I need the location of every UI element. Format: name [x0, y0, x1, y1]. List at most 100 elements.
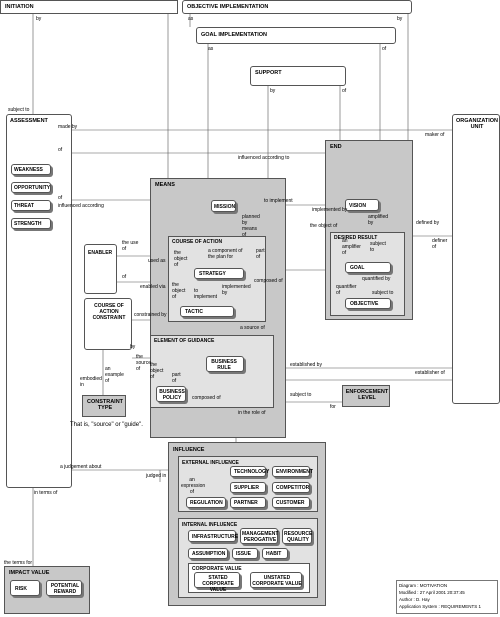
rel-implemented-by: implemented by — [312, 207, 348, 213]
rel-in-terms-of: in terms of — [34, 490, 58, 496]
objective-implementation-label: OBJECTIVE IMPLEMENTATION — [187, 4, 269, 10]
rel-of-3: of — [58, 147, 63, 153]
mission-entity: MISSION — [211, 200, 236, 212]
assumption-label: ASSUMPTION — [192, 551, 226, 557]
impact-value-label: IMPACT VALUE — [9, 570, 50, 576]
rel-established-by: established by — [290, 362, 322, 368]
rel-to-implement: to implement — [264, 198, 293, 204]
rel-subject-to: subject to — [8, 107, 30, 113]
business-policy-entity: BUSINESS POLICY — [156, 386, 186, 402]
vision-entity: VISION — [345, 199, 379, 211]
threat-entity: THREAT — [11, 200, 51, 211]
enforcement-level-entity: ENFORCEMENT LEVEL — [342, 385, 390, 407]
partner-entity: PARTNER — [230, 497, 266, 508]
unstated-corporate-value-label: UNSTATED CORPORATE VALUE — [252, 575, 302, 587]
rel-to-implement-2: to implement — [194, 288, 218, 300]
rel-by-2: by — [397, 16, 403, 22]
rel-subject-to-3: subject to — [372, 290, 394, 296]
customer-label: CUSTOMER — [276, 500, 305, 506]
issue-label: ISSUE — [236, 551, 252, 557]
management-prerogative-label: MANAGEMENT PEROGATIVE — [242, 531, 279, 543]
resource-quality-label: RESOURCE QUALITY — [284, 531, 313, 543]
rel-a-source-of: a source of — [240, 325, 265, 331]
rel-of-1: of — [382, 46, 387, 52]
rel-by-3: by — [270, 88, 276, 94]
constraint-type-entity: CONSTRAINT TYPE — [82, 395, 126, 417]
tactic-entity: TACTIC — [180, 306, 234, 317]
strategy-entity: STRATEGY — [194, 268, 244, 279]
external-influence-label: EXTERNAL INFLUENCE — [182, 460, 239, 466]
rel-the-object-of-4: the object of — [150, 362, 164, 380]
enforcement-level-label: ENFORCEMENT LEVEL — [345, 389, 389, 401]
risk-entity: RISK — [10, 580, 40, 596]
course-of-action-constraint-label: COURSE OF ACTION CONSTRAINT — [92, 303, 126, 321]
goal-implementation-label: GOAL IMPLEMENTATION — [201, 32, 267, 38]
competitor-entity: COMPETITOR — [272, 482, 310, 493]
rel-definer-of: definer of — [432, 238, 448, 250]
rel-the-use-of: the use of — [122, 240, 139, 252]
goal-label: GOAL — [350, 265, 365, 271]
organization-unit-entity: ORGANIZATION UNIT — [452, 114, 500, 404]
assessment-label: ASSESSMENT — [10, 118, 48, 124]
rel-of-5: of — [122, 274, 127, 280]
end-label: END — [330, 144, 342, 150]
objective-entity: OBJECTIVE — [345, 298, 391, 309]
initiation-label: INITIATION — [5, 4, 34, 10]
rel-used-as: used as — [148, 258, 166, 264]
rel-an-example-of: an example of — [105, 366, 124, 384]
rel-quantified-by: quantified by — [362, 276, 391, 282]
business-rule-entity: BUSINESS RULE — [206, 356, 244, 372]
habit-entity: HABIT — [262, 548, 288, 559]
rel-by-4: by — [130, 344, 136, 350]
rel-implemented-by-2: implemented by — [222, 284, 251, 296]
customer-entity: CUSTOMER — [272, 497, 310, 508]
regulation-entity: REGULATION — [186, 497, 226, 508]
rel-amplified-by: amplified by — [368, 214, 389, 226]
rel-by-1: by — [36, 16, 42, 22]
rel-influenced-according: influenced according — [58, 203, 104, 209]
constraint-type-label: CONSTRAINT TYPE — [86, 399, 124, 411]
info-application-system: Application System : REQUIREMENTS 1 — [399, 604, 482, 609]
objective-implementation-entity: OBJECTIVE IMPLEMENTATION — [182, 0, 412, 14]
course-of-action-label: COURSE OF ACTION — [172, 239, 223, 245]
rel-subject-to-2: subject to — [370, 241, 386, 253]
rel-a-judgement-about: a judgement about — [60, 464, 102, 470]
rel-the-source-of: the source of — [136, 354, 152, 372]
rel-as-1: as — [188, 16, 194, 22]
constraint-type-note: That is, "source" or "guide". — [70, 422, 143, 428]
influence-label: INFLUENCE — [173, 447, 205, 453]
desired-result-label: DESIRED RESULT — [334, 235, 378, 241]
organization-unit-label: ORGANIZATION UNIT — [455, 118, 499, 130]
initiation-entity: INITIATION — [0, 0, 178, 14]
rel-of-4: of — [58, 195, 63, 201]
rel-for: for — [330, 404, 336, 410]
rel-a-component-of-the-plan-for: a component of the plan for — [208, 248, 243, 260]
rel-defined-by: defined by — [416, 220, 440, 226]
tactic-label: TACTIC — [185, 309, 203, 315]
rel-of-2: of — [342, 88, 347, 94]
unstated-corporate-value-entity: UNSTATED CORPORATE VALUE — [250, 572, 302, 588]
rel-the-object-of-1: the object of — [310, 223, 338, 229]
partner-label: PARTNER — [234, 500, 258, 506]
goal-implementation-entity: GOAL IMPLEMENTATION — [196, 27, 396, 44]
rel-establisher-of: establisher of — [415, 370, 445, 376]
rel-judged-in: judged in — [146, 473, 167, 479]
assessment-entity: ASSESSMENT — [6, 114, 72, 488]
risk-label: RISK — [15, 586, 27, 592]
opportunity-label: OPPORTUNITY — [14, 185, 51, 191]
rel-an-amplifier-of: an amplifier of — [342, 238, 361, 256]
info-diagram: Diagram : MOTIVATION — [399, 583, 448, 588]
rel-part-of-1: part of — [256, 248, 265, 260]
environment-label: ENVIRONMENT — [276, 469, 313, 475]
assumption-entity: ASSUMPTION — [188, 548, 228, 559]
rel-made-by: made by — [58, 124, 78, 130]
strategy-label: STRATEGY — [199, 271, 226, 277]
rel-composed-of-1: composed of — [254, 278, 283, 284]
technology-label: TECHNOLOGY — [234, 469, 270, 475]
desired-result-entity: DESIRED RESULT — [330, 232, 405, 316]
potential-reward-entity: POTENTIAL REWARD — [46, 580, 82, 596]
rel-influenced-according-to: influenced according to — [238, 155, 290, 161]
rel-in-the-role-of: in the role of — [238, 410, 266, 416]
rel-constrained-by: constrained by — [134, 312, 167, 318]
